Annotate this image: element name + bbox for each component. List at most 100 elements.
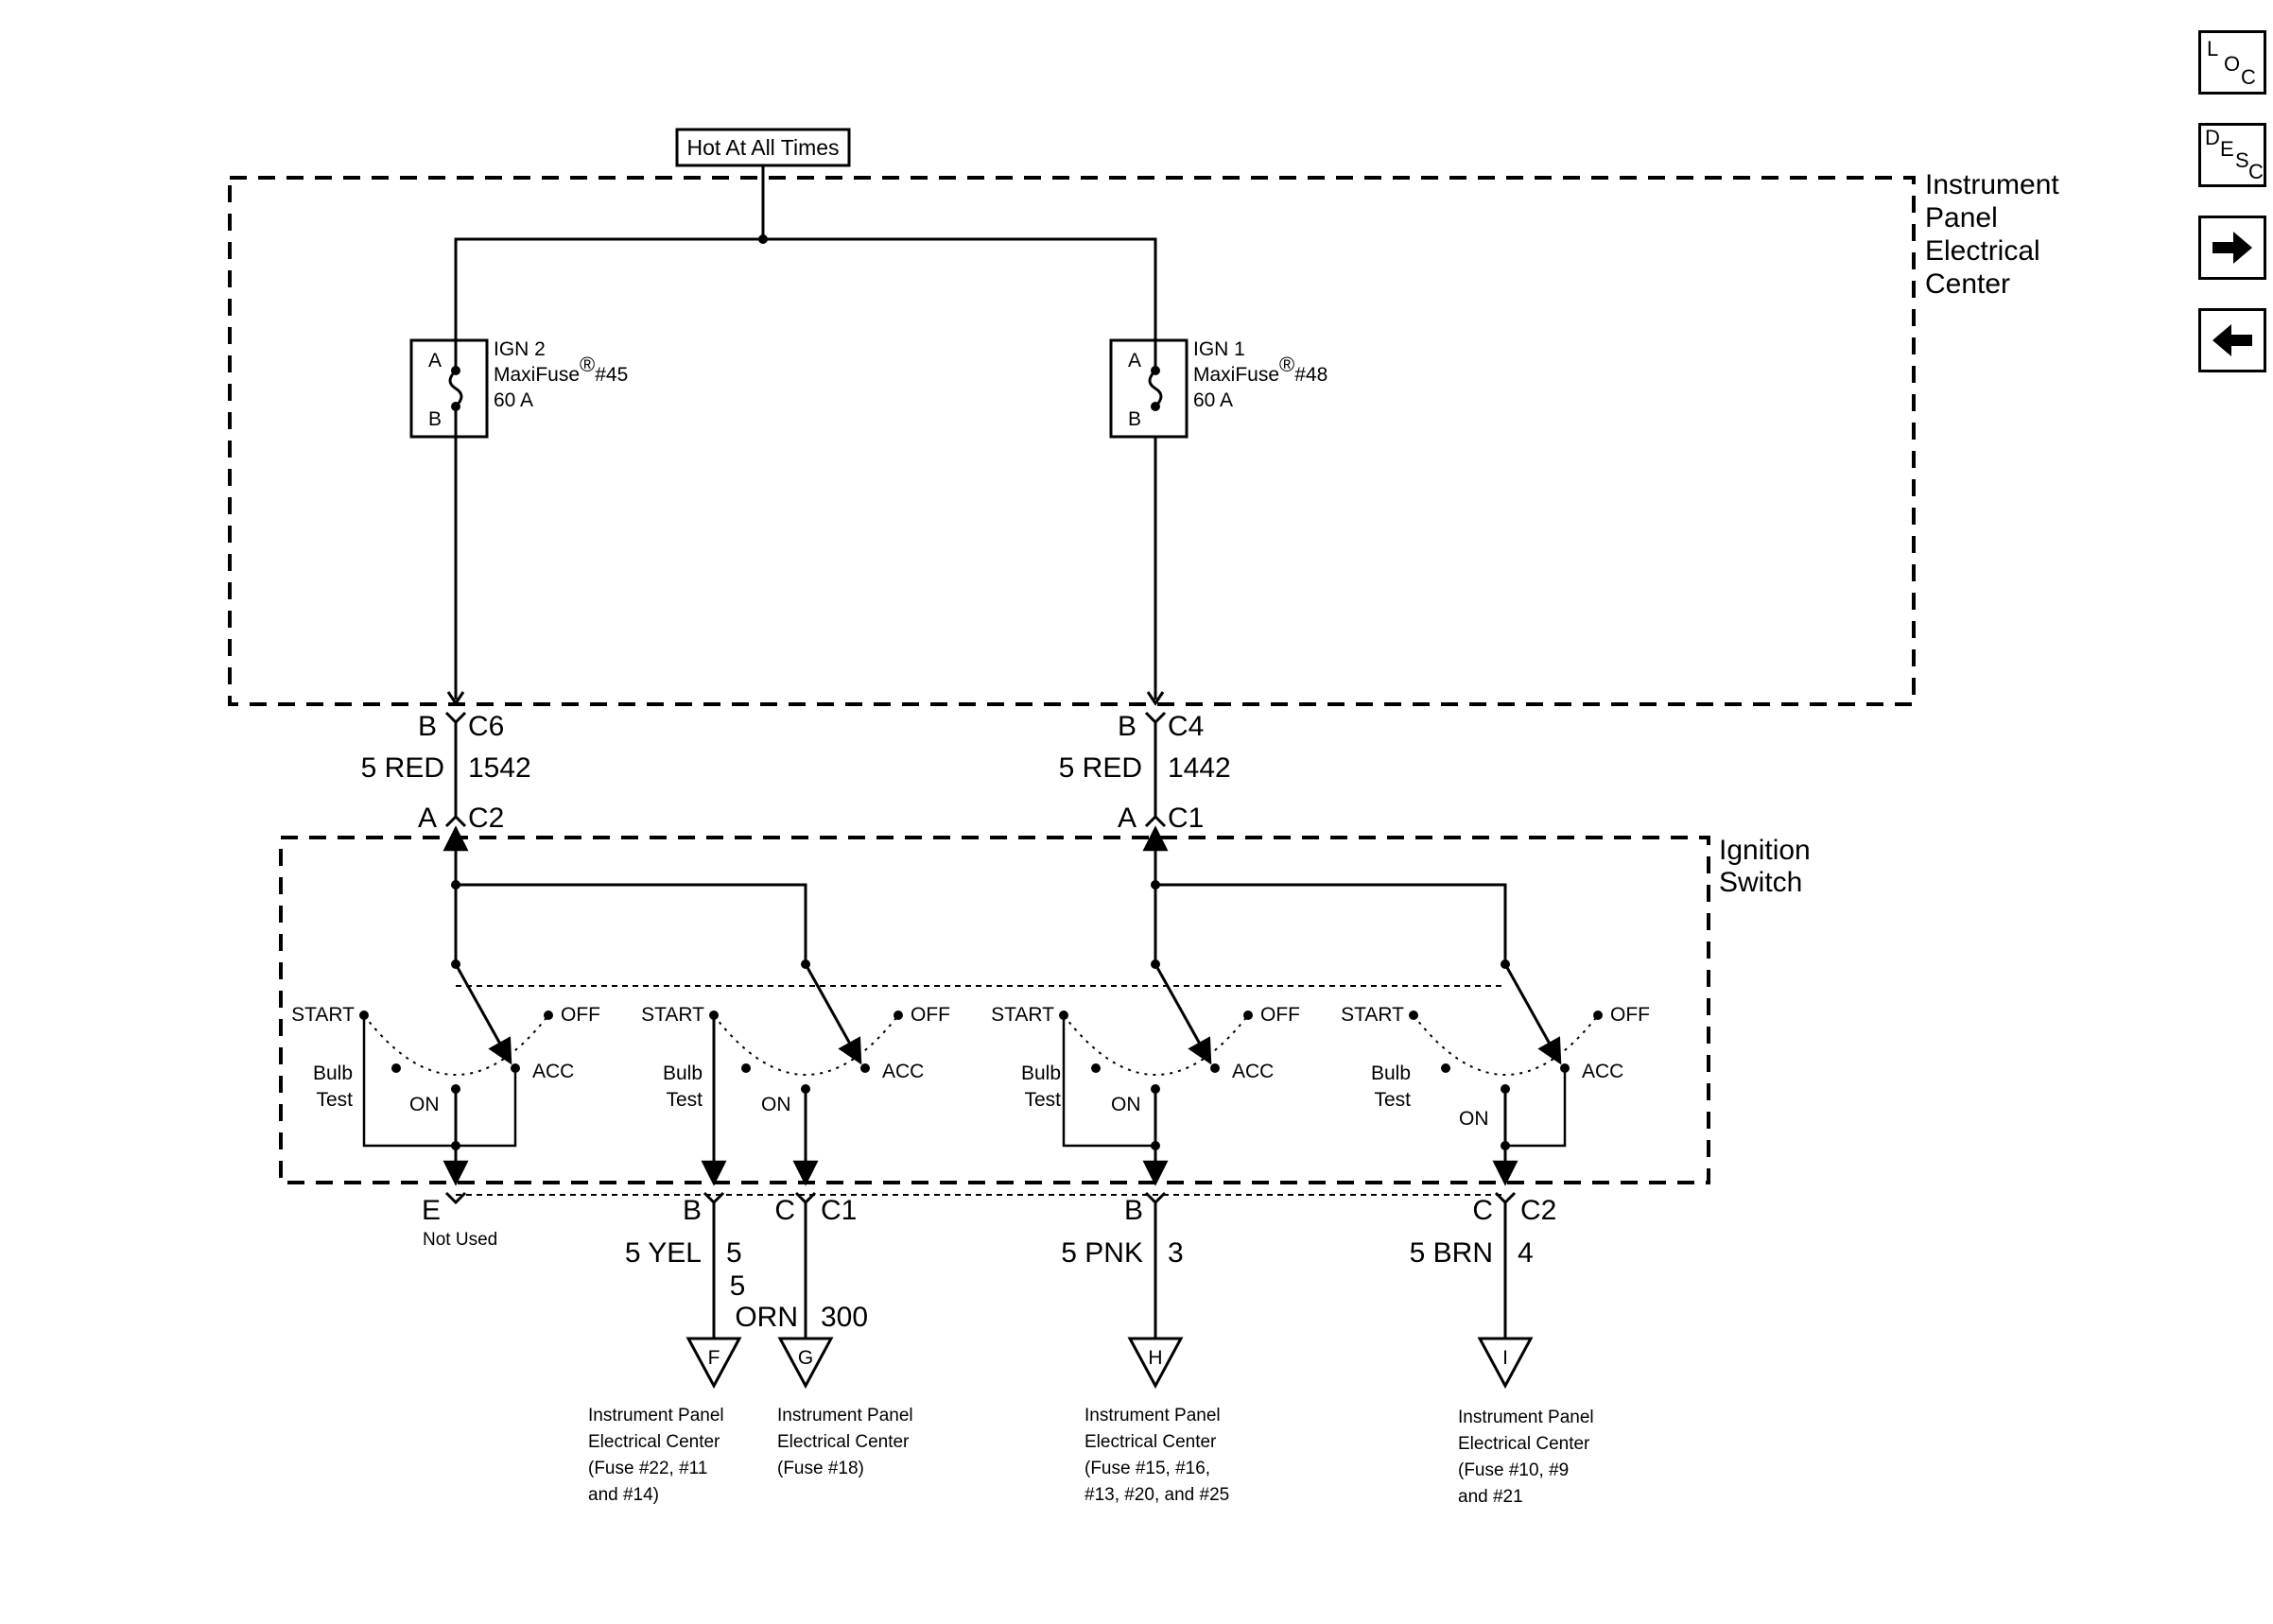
- svg-text:A: A: [1118, 803, 1136, 834]
- destination-i: I Instrument Panel Electrical Center (Fu…: [1458, 1337, 1594, 1507]
- svg-text:Instrument Panel: Instrument Panel: [1084, 1406, 1221, 1425]
- svg-text:B: B: [1128, 408, 1141, 430]
- wire-color-1542: 5 RED: [361, 752, 444, 784]
- output-b-yel: B 5 YEL 5: [625, 1191, 742, 1339]
- svg-text:and #21: and #21: [1458, 1487, 1523, 1507]
- svg-text:ON: ON: [1459, 1108, 1489, 1130]
- svg-text:Instrument Panel: Instrument Panel: [588, 1406, 724, 1425]
- svg-text:C1: C1: [1168, 803, 1204, 834]
- svg-text:START: START: [1341, 1004, 1404, 1026]
- svg-text:MaxiFuse®#48: MaxiFuse®#48: [1193, 353, 1327, 386]
- svg-text:Bulb: Bulb: [1021, 1063, 1061, 1084]
- circuit-4: 4: [1518, 1237, 1534, 1269]
- svg-text:C: C: [1472, 1195, 1493, 1226]
- svg-text:Instrument Panel: Instrument Panel: [777, 1406, 913, 1425]
- svg-text:C2: C2: [1520, 1195, 1556, 1226]
- destination-h: H Instrument Panel Electrical Center (Fu…: [1084, 1337, 1229, 1505]
- svg-text:OFF: OFF: [561, 1004, 600, 1026]
- circuit-5: 5: [726, 1237, 742, 1269]
- switch-section-4: START OFF ACC ON Bulb Test: [1341, 959, 1650, 1183]
- svg-text:60 A: 60 A: [1193, 389, 1233, 411]
- prev-button[interactable]: [2198, 308, 2266, 372]
- fuse-ign2: A B IGN 2 MaxiFuse®#45 60 A: [409, 321, 628, 454]
- svg-text:C2: C2: [468, 803, 504, 834]
- loc-letter-c: C: [2241, 65, 2256, 89]
- svg-text:Electrical Center: Electrical Center: [1084, 1432, 1217, 1452]
- loc-letter-o: O: [2224, 52, 2241, 76]
- svg-text:Electrical Center: Electrical Center: [1458, 1434, 1590, 1454]
- svg-text:A: A: [428, 350, 442, 371]
- svg-text:Panel: Panel: [1925, 202, 1998, 233]
- svg-text:(Fuse #22, #11: (Fuse #22, #11: [588, 1459, 707, 1478]
- svg-text:START: START: [291, 1004, 355, 1026]
- svg-text:ACC: ACC: [1232, 1061, 1274, 1082]
- svg-text:#13, #20, and #25: #13, #20, and #25: [1084, 1485, 1229, 1505]
- svg-text:Electrical Center: Electrical Center: [777, 1432, 910, 1452]
- svg-text:OFF: OFF: [1260, 1004, 1300, 1026]
- svg-text:A: A: [418, 803, 437, 834]
- wire-color-pnk: 5 PNK: [1061, 1237, 1143, 1269]
- svg-text:Ignition: Ignition: [1719, 835, 1811, 866]
- svg-text:B: B: [418, 711, 437, 742]
- switch-section-1: START OFF ACC ON Bulb Test: [291, 959, 600, 1183]
- svg-text:ON: ON: [761, 1094, 791, 1115]
- wire-color-orn: ORN: [735, 1302, 798, 1333]
- svg-text:MaxiFuse®#45: MaxiFuse®#45: [494, 353, 628, 386]
- svg-text:5: 5: [730, 1270, 746, 1302]
- svg-text:C6: C6: [468, 711, 504, 742]
- svg-text:OFF: OFF: [911, 1004, 950, 1026]
- svg-text:Test: Test: [316, 1089, 353, 1111]
- svg-text:E: E: [422, 1195, 441, 1226]
- svg-text:Bulb: Bulb: [663, 1063, 703, 1084]
- power-source-label: Hot At All Times: [686, 135, 839, 160]
- desc-letter-c: C: [2248, 160, 2264, 183]
- svg-text:ON: ON: [1111, 1094, 1141, 1115]
- svg-text:Test: Test: [666, 1089, 703, 1111]
- svg-text:ON: ON: [409, 1094, 440, 1115]
- feed-wire-1442: B C4 5 RED 1442 A C1: [1059, 691, 1231, 834]
- svg-text:F: F: [708, 1347, 720, 1369]
- output-c-brn: C C2 5 BRN 4: [1410, 1191, 1556, 1339]
- loc-letter-l: L: [2207, 37, 2219, 60]
- svg-text:ACC: ACC: [882, 1061, 924, 1082]
- svg-text:B: B: [1124, 1195, 1143, 1226]
- svg-text:Instrument Panel: Instrument Panel: [1458, 1408, 1594, 1427]
- switch-section-3: START OFF ACC ON Bulb Test: [991, 959, 1300, 1183]
- svg-text:(Fuse #10, #9: (Fuse #10, #9: [1458, 1460, 1569, 1480]
- switch-section-2: START OFF ACC ON Bulb Test: [641, 959, 950, 1183]
- svg-text:I: I: [1502, 1347, 1508, 1369]
- output-b-pnk: B 5 PNK 3: [1061, 1191, 1184, 1339]
- feed-wire-1542: B C6 5 RED 1542 A C2: [361, 691, 531, 834]
- destination-f: F Instrument Panel Electrical Center (Fu…: [588, 1337, 742, 1505]
- ipec-label: Instrument Panel Electrical Center: [1925, 169, 2059, 300]
- svg-text:B: B: [1118, 711, 1136, 742]
- svg-text:A: A: [1128, 350, 1141, 371]
- svg-text:Test: Test: [1024, 1089, 1061, 1111]
- circuit-3: 3: [1168, 1237, 1184, 1269]
- next-button[interactable]: [2198, 216, 2266, 280]
- svg-text:C4: C4: [1168, 711, 1204, 742]
- desc-letter-e: E: [2220, 137, 2234, 161]
- svg-text:C1: C1: [821, 1195, 857, 1226]
- svg-text:and #14): and #14): [588, 1485, 659, 1505]
- svg-text:B: B: [428, 408, 442, 430]
- svg-text:OFF: OFF: [1610, 1004, 1650, 1026]
- svg-text:START: START: [991, 1004, 1054, 1026]
- output-c-orn: C C1 5 ORN 300: [730, 1191, 868, 1339]
- output-e: E Not Used: [422, 1191, 497, 1250]
- svg-text:ACC: ACC: [532, 1061, 574, 1082]
- ignition-switch-label: Ignition Switch: [1719, 835, 1811, 898]
- svg-text:ACC: ACC: [1582, 1061, 1623, 1082]
- fuse-ign1-name: IGN 1: [1193, 338, 1245, 360]
- power-source-box: Hot At All Times: [675, 128, 851, 167]
- fuse-ign2-name: IGN 2: [494, 338, 546, 360]
- circuit-300: 300: [821, 1302, 868, 1333]
- desc-button[interactable]: D E S C: [2198, 123, 2266, 187]
- arrow-left-icon: [2212, 324, 2252, 356]
- svg-text:Electrical Center: Electrical Center: [588, 1432, 720, 1452]
- loc-button[interactable]: L O C: [2198, 30, 2266, 95]
- wire-color-yel: 5 YEL: [625, 1237, 702, 1269]
- ipec-boundary: [228, 176, 1916, 706]
- svg-text:Test: Test: [1374, 1089, 1411, 1111]
